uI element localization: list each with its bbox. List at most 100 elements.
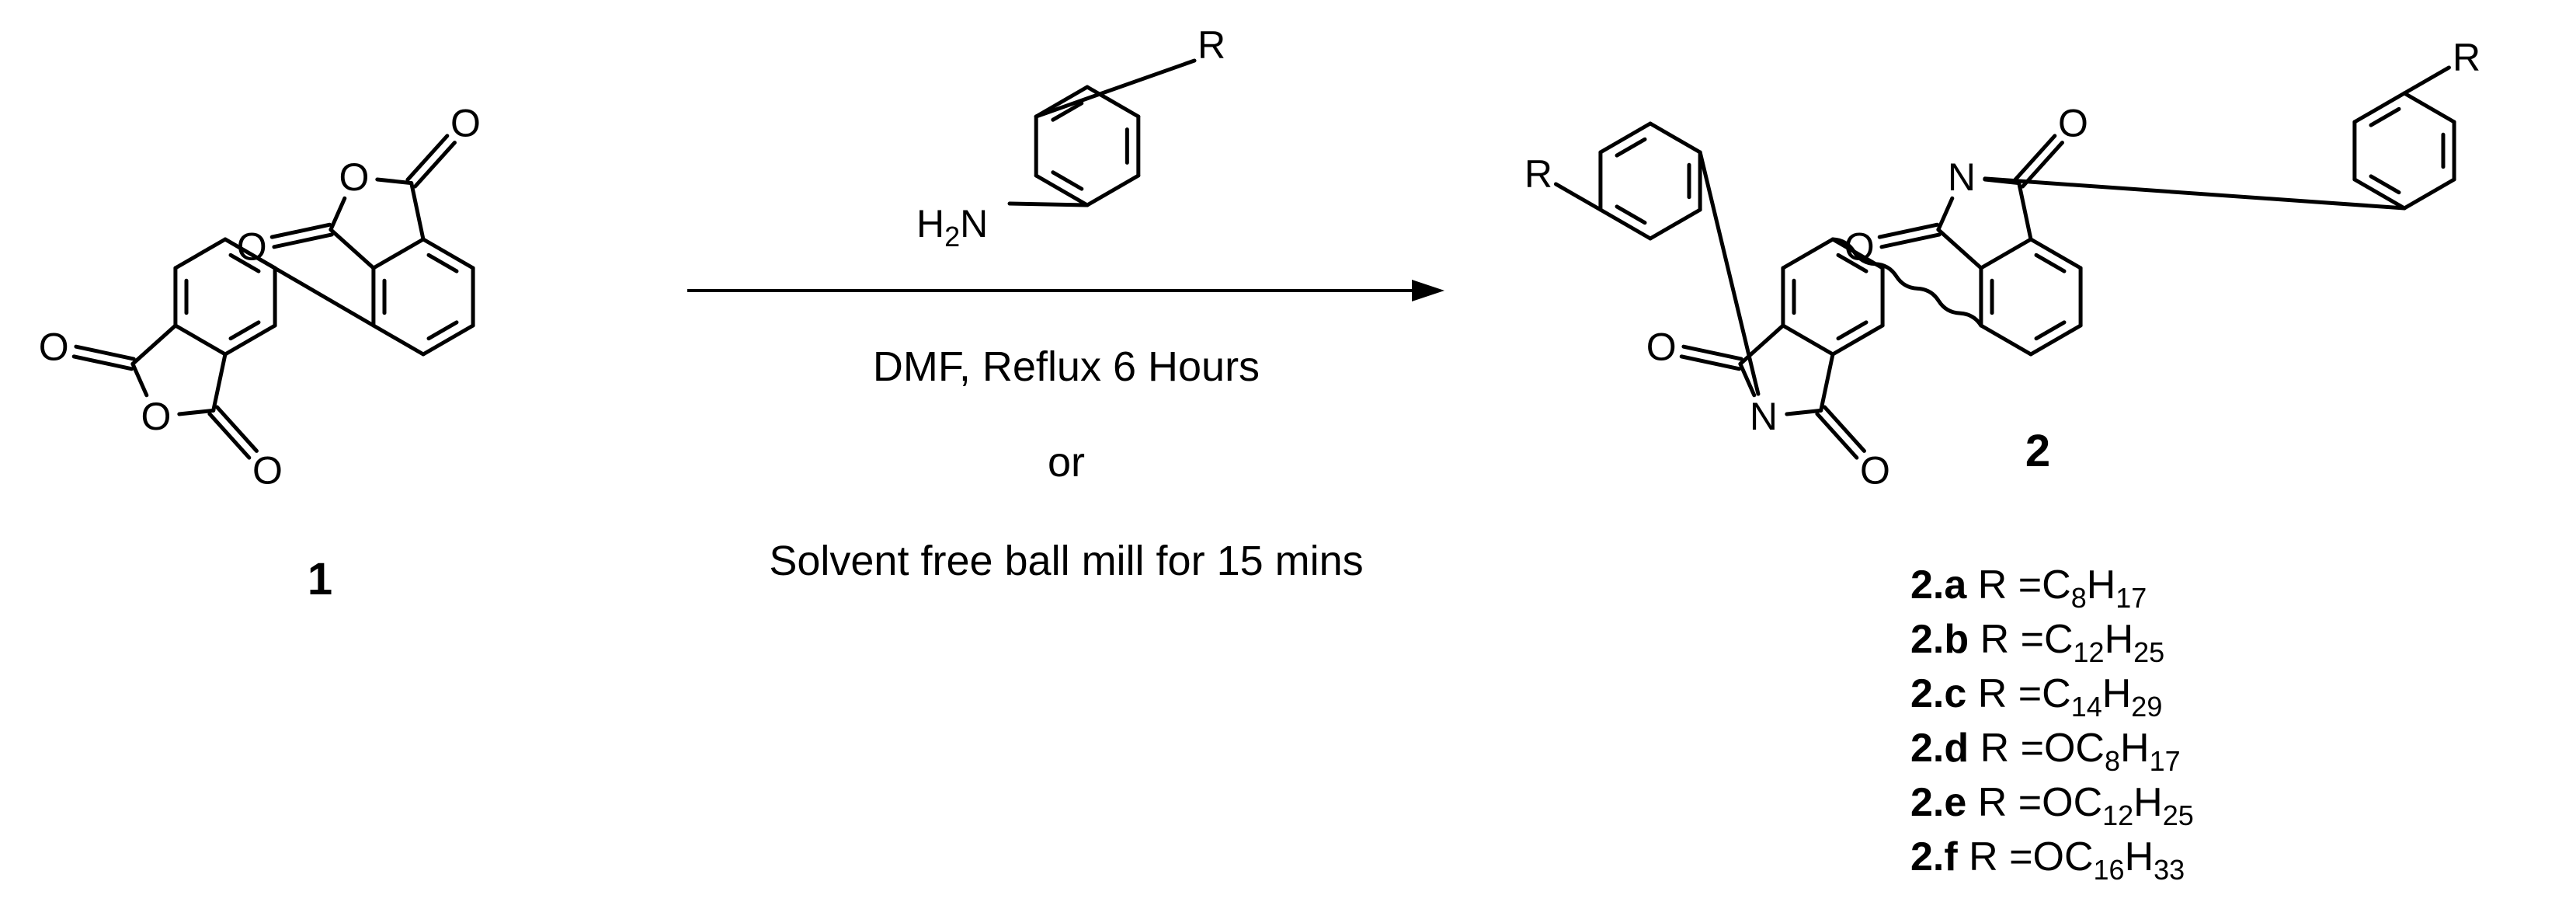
compound1-right-anhydride-bond xyxy=(375,177,414,186)
compound1-left-anhydride-bond xyxy=(130,323,178,366)
variant-subscript: 12 xyxy=(2102,799,2133,831)
variant-element: H xyxy=(2125,834,2154,879)
compound2-left-imide-carbonyl-bond xyxy=(1679,354,1742,371)
compound2-left-aryl-bond xyxy=(1598,121,1653,155)
variant-element: H xyxy=(2102,671,2132,716)
compound2-left-imide-bond xyxy=(1785,408,1823,416)
variant-prefix: R = xyxy=(1966,562,2042,608)
variant-row-2.c: 2.c R =C14H29 xyxy=(1910,671,2162,723)
reagent-amine-bond xyxy=(1007,201,1090,207)
variant-row-2.d: 2.d R =OC8H17 xyxy=(1910,726,2181,777)
variant-element: OC xyxy=(2033,834,2094,879)
compound2-left-aryl-bond xyxy=(1598,207,1653,241)
variant-id: 2.d xyxy=(1910,726,1969,771)
condition-or: or xyxy=(1048,439,1085,486)
compound2-left-ring-bond xyxy=(1830,323,1885,357)
compound2-left-aryl-inner-bond xyxy=(1615,204,1647,225)
compound2-right-imide-bond xyxy=(1936,228,1983,270)
compound1-left-anhydride-carbonyl-oxygen-1: O xyxy=(39,326,69,369)
compound2-left-aryl-n-bond xyxy=(1698,150,1761,396)
compound2-right-aryl-bond xyxy=(2352,91,2407,124)
compound2-right-aryl-bond xyxy=(2402,91,2456,124)
variant-id: 2.b xyxy=(1910,617,1969,662)
compound2-right-imide-carbonyl-bond xyxy=(1877,222,1940,239)
variant-prefix: R = xyxy=(1966,671,2042,716)
compound2-right-ring-inner-bond xyxy=(2034,320,2067,341)
compound1-right-anhydride-bond xyxy=(409,181,426,242)
compound1-right-ring-inner-bond xyxy=(426,320,459,341)
compound2-left-imide-carbonyl-bond xyxy=(1681,344,1743,361)
variant-id: 2.e xyxy=(1910,780,1966,825)
compound2-wavy-biaryl-bond xyxy=(1830,237,1983,328)
compound1-left-anhydride-carbonyl-oxygen-2: O xyxy=(252,449,283,493)
compound2-left-imide-nitrogen-atom: N xyxy=(1750,395,1778,438)
compound2-right-aryl-inner-bond xyxy=(2369,174,2401,195)
variant-row-2.e: 2.e R =OC12H25 xyxy=(1910,780,2194,831)
compound2-left-ring-inner-bond xyxy=(1836,320,1869,341)
compound2-right-aryl-n-bond xyxy=(1983,176,2407,211)
reagent-substituent-bond xyxy=(1034,58,1197,119)
compound1-left-anhydride-carbonyl-bond xyxy=(207,412,252,460)
compound2-right-aryl-bond xyxy=(2352,177,2407,211)
compound2-right-imide-carbonyl-oxygen-1: O xyxy=(1844,225,1875,268)
variant-subscript: 8 xyxy=(2071,582,2087,614)
variant-element: OC xyxy=(2044,726,2105,771)
compound2-left-ring-inner-bond xyxy=(1836,253,1869,273)
reagent-ring-bond xyxy=(1034,173,1090,207)
variant-element: H xyxy=(2133,780,2163,825)
compound1-left-anhydride-carbonyl-bond xyxy=(74,344,136,361)
compound2-left-aryl-bond xyxy=(1648,207,1702,241)
compound2-right-imide-carbonyl-bond xyxy=(1879,232,1942,249)
variant-element: C xyxy=(2042,671,2071,716)
compound1-left-ring-bond xyxy=(173,237,228,270)
compound2-left-imide-carbonyl-bond xyxy=(1815,412,1859,460)
compound1-left-anhydride-carbonyl-bond xyxy=(215,405,259,453)
compound-label-1: 1 xyxy=(308,554,332,604)
variant-prefix: R = xyxy=(1969,726,2044,771)
compound2-left-imide-bond xyxy=(1738,361,1757,398)
compound1-right-anhydride-carbonyl-bond xyxy=(269,222,332,239)
compound1-right-ring-bond xyxy=(421,237,475,270)
compound2-right-ring-inner-bond xyxy=(2034,253,2067,273)
variant-subscript: 17 xyxy=(2150,745,2181,777)
compound1-right-anhydride-bond xyxy=(329,228,376,270)
compound2-right-imide-carbonyl-bond xyxy=(2021,141,2064,189)
variant-prefix: R = xyxy=(1966,780,2042,825)
compound2-left-aryl-bond xyxy=(1648,121,1702,155)
variant-id: 2.c xyxy=(1910,671,1966,716)
condition-ball-mill: Solvent free ball mill for 15 mins xyxy=(769,538,1363,584)
compound1-left-anhydride-carbonyl-bond xyxy=(71,354,134,371)
compound1-right-anhydride-carbonyl-oxygen-1: O xyxy=(237,225,267,268)
reagent-ring-bond xyxy=(1085,173,1141,207)
compound2-left-imide-bond xyxy=(1819,352,1835,413)
compound1-right-anhydride-carbonyl-bond xyxy=(272,232,334,249)
compound1-left-anhydride-bond xyxy=(211,352,228,413)
compound1-left-anhydride-oxygen-atom: O xyxy=(141,395,172,438)
variant-prefix: R = xyxy=(1969,617,2044,662)
compound1-right-anhydride-carbonyl-bond xyxy=(405,134,450,182)
compound1-left-anhydride-bond xyxy=(130,361,149,398)
compound2-right-ring-bond xyxy=(2028,323,2083,357)
compound2-left-aryl-substituent-bond xyxy=(1553,182,1603,212)
compound1-right-anhydride-carbonyl-bond xyxy=(413,141,457,189)
compound2-left-imide-bond xyxy=(1738,323,1785,366)
variant-element: C xyxy=(2044,617,2074,662)
compound1-right-ring-bond xyxy=(371,323,426,357)
compound1-right-anhydride-oxygen-atom: O xyxy=(339,155,370,199)
compound1-left-ring-inner-bond xyxy=(228,253,261,273)
compound2-right-aryl-substituent-label: R xyxy=(2453,36,2480,79)
compound1-right-ring-bond xyxy=(421,323,475,357)
compound2-right-imide-nitrogen-atom: N xyxy=(1948,155,1976,199)
variant-subscript: 16 xyxy=(2094,854,2125,886)
variant-element: C xyxy=(2042,562,2071,608)
variant-subscript: 25 xyxy=(2133,636,2164,668)
compound2-left-aryl-substituent-label: R xyxy=(1524,152,1552,196)
amine-label: H2N xyxy=(916,202,988,253)
compound1-left-ring-bond xyxy=(173,323,228,357)
reagent-ring-bond xyxy=(1085,85,1141,119)
variant-row-2.f: 2.f R =OC16H33 xyxy=(1910,834,2185,886)
reagent-ring-inner-bond xyxy=(1051,101,1084,122)
compound2-right-aryl-bond xyxy=(2402,177,2456,211)
